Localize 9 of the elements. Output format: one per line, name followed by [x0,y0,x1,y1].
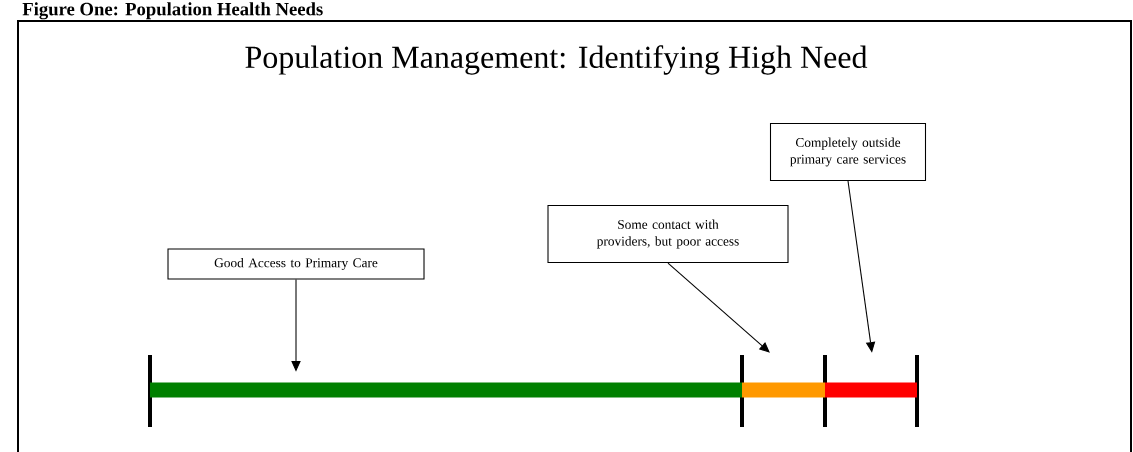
figure-caption: Figure One: Population Health Needs [22,2,323,20]
arrow [667,262,770,353]
bar-segment [825,382,917,398]
bar-segment [150,382,742,398]
callout-box: Completely outside primary care services [769,122,927,182]
callout-box: Some contact with providers, but poor access [547,204,789,264]
callout-box: Good Access to Primary Care [167,248,425,280]
bar-segment [742,382,825,398]
diagram-title: Population Management: Identifying High Need [245,45,868,75]
